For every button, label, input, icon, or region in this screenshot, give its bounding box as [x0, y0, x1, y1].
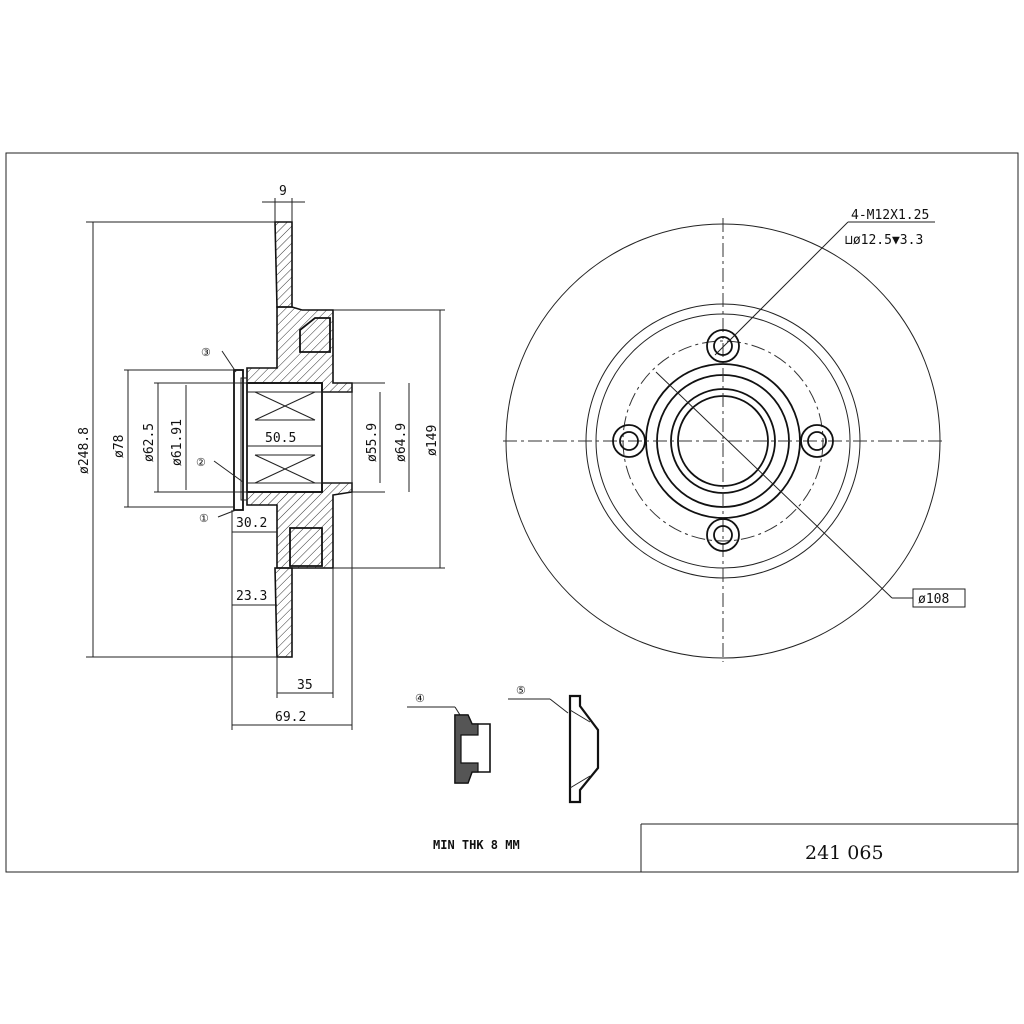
dim-30-2: 30.2 [236, 516, 267, 531]
dim-d61-91: ø61.91 [170, 419, 185, 466]
dim-disc-diameter: ø248.8 [77, 427, 92, 474]
balloon-4: ④ [415, 692, 425, 705]
drawing-frame [5, 152, 1019, 873]
dim-d78: ø78 [112, 435, 127, 458]
part-number: 241 065 [805, 842, 884, 864]
stud-hole-bottom [706, 518, 740, 552]
counterbore-callout: ⊔ø12.5▼3.3 [845, 233, 923, 248]
dim-bearing-length: 50.5 [265, 431, 296, 446]
dim-23-3: 23.3 [236, 589, 267, 604]
dim-d55-9: ø55.9 [365, 423, 380, 462]
dim-flange-thickness: 9 [279, 184, 287, 199]
front-view: 4-M12X1.25 ⊔ø12.5▼3.3 ø108 [503, 208, 966, 662]
dim-d149: ø149 [425, 425, 440, 456]
balloon-2: ② [196, 456, 206, 469]
balloon-5: ⑤ [516, 684, 526, 697]
stud-hole-top [706, 329, 740, 363]
section-view: 9 ø248.8 ø78 ø62.5 ø61.91 50.5 ø55.9 ø64… [77, 184, 445, 730]
thread-callout: 4-M12X1.25 [851, 208, 929, 223]
balloon-3: ③ [201, 346, 211, 359]
part-4: ④ [407, 692, 491, 784]
disc-flange-lower [274, 567, 293, 658]
part-5: ⑤ [508, 684, 600, 804]
dim-d62-5: ø62.5 [142, 423, 157, 462]
dim-35: 35 [297, 678, 313, 693]
min-thickness-note: MIN THK 8 MM [433, 838, 520, 852]
dim-69-2: 69.2 [275, 710, 306, 725]
dim-d64-9: ø64.9 [394, 423, 409, 462]
balloon-1: ① [199, 512, 209, 525]
stud-hole-right [800, 424, 834, 458]
stud-hole-left [612, 424, 646, 458]
pcd-callout: ø108 [918, 592, 949, 607]
disc-flange [274, 221, 293, 308]
